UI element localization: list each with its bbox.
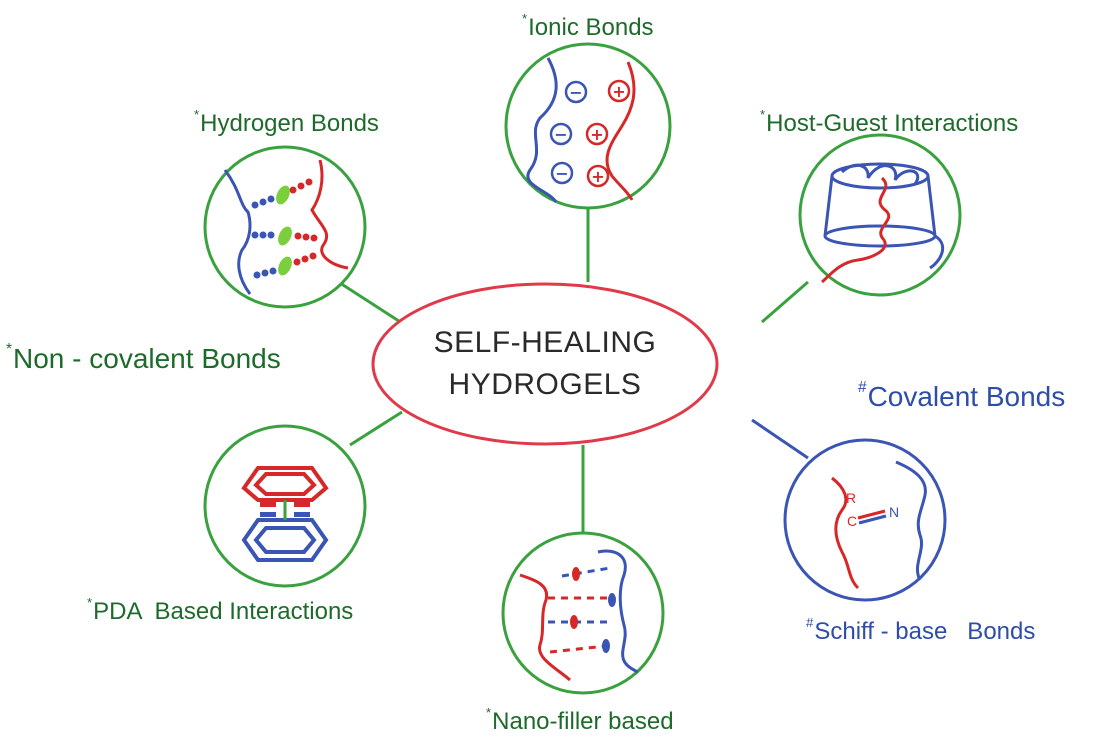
- host-cyclodextrin: [823, 162, 945, 270]
- pda-red-ring: [241, 466, 329, 502]
- ionic-cation-3: [586, 164, 610, 188]
- label-pda: *PDA Based Interactions: [87, 596, 353, 624]
- pda-red-bar-right: [294, 502, 310, 507]
- label-schiff-text: Schiff - base Bonds: [814, 617, 1036, 645]
- ionic-pos-sign-1: +: [612, 82, 625, 101]
- ionic-anion-2: [549, 122, 573, 146]
- node-hydrogen: [203, 145, 367, 309]
- hydrogen-bond-ellipse-1: [276, 185, 290, 205]
- label-nano-text: Nano-filler based: [492, 707, 674, 735]
- label-covalent-text: Covalent Bonds: [867, 380, 1066, 412]
- hydrogen-blue-chain: [223, 169, 252, 295]
- node-schiff: R C N: [783, 438, 947, 602]
- connector-schiff: [751, 418, 809, 460]
- ionic-cation-2: [585, 122, 609, 146]
- node-ionic: − + − + − +: [504, 42, 672, 210]
- label-hydrogen-marker: *: [194, 107, 200, 122]
- ionic-anion-1: [564, 80, 588, 104]
- schiff-imine-bond-red: [857, 509, 886, 520]
- label-host-guest: *Host-Guest Interactions: [760, 108, 1018, 136]
- connector-pda: [349, 410, 403, 447]
- label-pda-text: PDA Based Interactions: [93, 597, 354, 625]
- center-title: SELF-HEALING HYDROGELS: [395, 322, 695, 406]
- label-non-covalent-text: Non - covalent Bonds: [13, 342, 281, 374]
- label-covalent: #Covalent Bonds: [858, 380, 1065, 411]
- ionic-neg-sign-1: −: [569, 83, 582, 102]
- node-host-guest-ring: [798, 133, 962, 297]
- ionic-blue-chain: [526, 57, 558, 203]
- label-host-guest-text: Host-Guest Interactions: [766, 109, 1019, 137]
- pda-red-bar-left: [260, 502, 276, 507]
- center-title-line-1: SELF-HEALING: [433, 326, 657, 359]
- schiff-imine-bond-blue: [858, 514, 887, 525]
- label-nano-marker: *: [486, 705, 492, 720]
- hydrogen-bond-dots: [251, 178, 318, 279]
- node-nano: [501, 531, 665, 695]
- center-ellipse: [371, 282, 719, 446]
- label-ionic-bonds: *Ionic Bonds: [522, 12, 654, 40]
- schiff-atom-r: R: [846, 490, 856, 506]
- node-ionic-ring: [504, 42, 672, 210]
- schiff-red-chain: [831, 476, 860, 590]
- pda-blue-bar-left: [260, 512, 276, 517]
- nano-red-chain: [519, 573, 571, 682]
- pda-blue-ring: [241, 518, 329, 562]
- label-host-guest-marker: *: [760, 107, 766, 122]
- ionic-red-chain: [605, 61, 636, 201]
- hydrogen-bond-ellipse-3: [278, 256, 292, 276]
- node-hydrogen-ring: [203, 145, 367, 309]
- label-ionic-text: Ionic Bonds: [528, 13, 654, 41]
- hydrogen-bond-ellipse-2: [278, 226, 292, 246]
- schiff-atom-c: C: [847, 513, 857, 529]
- connector-hydrogen: [339, 281, 406, 327]
- hydrogen-red-chain: [310, 159, 349, 270]
- nano-blue-chain: [597, 549, 639, 674]
- label-nano-filler: *Nano-filler based: [486, 706, 674, 734]
- schiff-blue-chain: [895, 460, 927, 581]
- ionic-neg-sign-2: −: [554, 125, 567, 144]
- ionic-pos-sign-3: +: [591, 167, 604, 186]
- label-non-covalent: *Non - covalent Bonds: [6, 342, 281, 373]
- label-schiff-marker: #: [806, 615, 814, 630]
- nano-fillers: [570, 567, 616, 653]
- ionic-pos-sign-2: +: [590, 125, 603, 144]
- ionic-anion-3: [550, 161, 574, 185]
- ionic-neg-sign-3: −: [555, 164, 568, 183]
- connectors: [339, 208, 809, 532]
- label-ionic-marker: *: [522, 11, 528, 26]
- label-pda-marker: *: [87, 595, 93, 610]
- schiff-atom-n: N: [889, 504, 899, 520]
- label-hydrogen-text: Hydrogen Bonds: [200, 109, 379, 137]
- pda-blue-bar-right: [294, 512, 310, 517]
- node-pda: [203, 424, 367, 588]
- label-non-covalent-marker: *: [6, 341, 12, 358]
- label-schiff-base: #Schiff - base Bonds: [806, 616, 1035, 644]
- node-host-guest: [798, 133, 962, 297]
- label-hydrogen-bonds: *Hydrogen Bonds: [194, 108, 379, 136]
- node-nano-ring: [501, 531, 665, 695]
- label-covalent-marker: #: [858, 379, 867, 396]
- host-guest-red-chain: [821, 176, 891, 284]
- nano-dashed-links: [548, 566, 612, 654]
- center-title-line-2: HYDROGELS: [448, 368, 642, 401]
- ionic-cation-1: [607, 79, 631, 103]
- connector-host-guest: [761, 280, 809, 324]
